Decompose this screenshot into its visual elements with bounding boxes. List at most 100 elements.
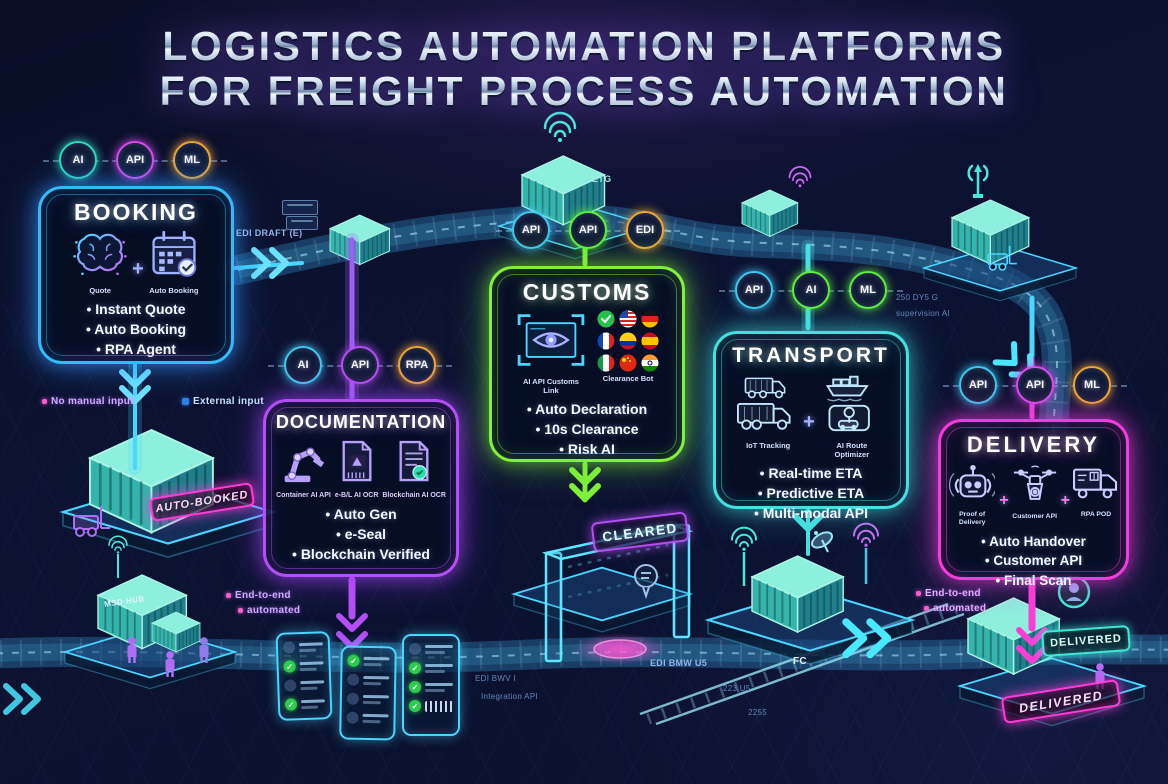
- stage-title: TRANSPORT: [732, 344, 890, 367]
- feature-route-optimizer: AI Route Optimizer: [819, 372, 885, 459]
- wifi-icon: [543, 111, 577, 144]
- stage-booking: BOOKING Quote +: [38, 186, 234, 364]
- feature-label: Blockchain AI OCR: [382, 492, 446, 499]
- badge-row-customs: API API EDI: [496, 211, 680, 249]
- bullet: Risk AI: [498, 440, 676, 460]
- bullet: Multi-modal API: [722, 504, 900, 524]
- flag-grid: [597, 310, 659, 372]
- title-line-2: FOR FREIGHT PROCESS AUTOMATION: [0, 68, 1168, 114]
- data-chip: [282, 200, 318, 215]
- pod-robot-icon: [948, 462, 998, 509]
- feature-label: RPA POD: [1080, 511, 1112, 518]
- feature-label: Clearance Bot: [602, 374, 654, 383]
- feature-rpa-pod: RPA POD: [1072, 462, 1120, 519]
- bullet: e-Seal: [272, 525, 450, 545]
- bullet: RPA Agent: [47, 340, 225, 360]
- bullet: Real-time ETA: [722, 464, 900, 484]
- list-icon: [347, 673, 360, 686]
- drone-icon: [1011, 462, 1059, 511]
- arrow-right-icon: [24, 686, 38, 712]
- forklift-icon: [987, 246, 1017, 271]
- chat-pin-icon: [634, 564, 658, 600]
- stage-title: BOOKING: [74, 199, 198, 225]
- feature-label: IoT Tracking: [746, 441, 791, 450]
- document-seal-icon: [395, 437, 433, 490]
- badge-ai: AI: [284, 346, 322, 384]
- checklist-phone: [339, 645, 397, 741]
- bullet: Blockchain Verified: [272, 545, 450, 565]
- feature-label: AI Route Optimizer: [834, 441, 870, 459]
- end-to-end-note: End-to-end: [226, 590, 291, 601]
- badge-api: API: [116, 141, 154, 179]
- plus-icon: +: [999, 491, 1009, 509]
- barcode-icon: [425, 700, 453, 712]
- title-line-1: LOGISTICS AUTOMATION PLATFORMS: [0, 23, 1168, 69]
- stage-transport: TRANSPORT: [713, 331, 909, 521]
- faint-annotation: EDI BWV I: [475, 674, 516, 683]
- bullet: 10s Clearance: [498, 420, 676, 440]
- flag-india-icon: [641, 354, 659, 372]
- eye-scan-icon: [515, 310, 587, 375]
- calendar-check-icon: [148, 230, 200, 284]
- feature-proof-of-delivery: Proof of Delivery: [947, 462, 998, 527]
- plus-icon: +: [1060, 491, 1070, 509]
- forklift-icon: [73, 506, 110, 537]
- stage-documentation: DOCUMENTATION Container AI API: [263, 399, 459, 577]
- faint-annotation: ETG: [592, 174, 612, 184]
- wifi-icon: [730, 526, 758, 552]
- feature-label: Customer API: [1012, 513, 1057, 520]
- bullet: Instant Quote: [47, 300, 225, 320]
- bullet: Final Scan: [947, 571, 1120, 590]
- check-icon: [409, 662, 421, 674]
- end-to-end-note: End-to-end: [916, 588, 981, 599]
- robot-arm-icon: [281, 437, 325, 490]
- badge-api: API: [512, 211, 550, 249]
- check-flag-icon: [597, 310, 615, 328]
- bullet: Customer API: [947, 551, 1120, 570]
- list-icon: [346, 711, 359, 724]
- stage-title: DOCUMENTATION: [275, 412, 447, 432]
- flag-germany-icon: [641, 310, 659, 328]
- ship-route-icon: [823, 372, 881, 439]
- stage-delivery: DELIVERY Proof of Delivery +: [938, 419, 1129, 588]
- check-icon: [347, 654, 360, 667]
- end-to-end-note: automated: [238, 605, 300, 616]
- bullet: Predictive ETA: [722, 484, 900, 504]
- feature-blockchain-ocr: Blockchain AI OCR: [382, 437, 446, 500]
- feature-label: AI API Customs Link: [523, 377, 579, 395]
- feature-clearance-bot: Clearance Bot: [597, 310, 659, 383]
- list-icon: [409, 643, 421, 655]
- feature-ebl-ocr: e-B/L AI OCR: [335, 437, 378, 500]
- badge-api: API: [341, 346, 379, 384]
- ai-brain-icon: [72, 230, 128, 284]
- bullet-list: Auto Handover Customer API Final Scan: [947, 532, 1120, 589]
- faint-annotation: 250 DY5 G: [896, 293, 939, 302]
- badge-ml: ML: [1073, 366, 1111, 404]
- list-icon: [346, 692, 360, 705]
- badge-rpa: RPA: [398, 346, 436, 384]
- feature-iot-tracking: IoT Tracking: [737, 372, 799, 450]
- page-title: LOGISTICS AUTOMATION PLATFORMS FOR FREIG…: [0, 23, 1168, 114]
- faint-annotation: 223 U5: [723, 684, 751, 693]
- feature-quote: Quote: [72, 230, 128, 295]
- pod-truck-icon: [1072, 462, 1120, 509]
- feature-label: Container AI API: [276, 492, 331, 499]
- stage-title: DELIVERY: [966, 432, 1101, 457]
- flag-colombia-icon: [619, 332, 637, 350]
- faint-annotation: 2255: [748, 708, 767, 717]
- bullet-list: Auto Declaration 10s Clearance Risk AI: [498, 400, 676, 460]
- list-icon: [282, 641, 296, 654]
- trucks-icon: [737, 372, 799, 439]
- bullet: Auto Handover: [947, 532, 1120, 551]
- badge-api: API: [569, 211, 607, 249]
- badge-api: API: [735, 271, 773, 309]
- faint-annotation: EDI BMW U5: [650, 658, 707, 668]
- platform: [513, 566, 691, 633]
- badge-api: API: [959, 366, 997, 404]
- bullet-list: Real-time ETA Predictive ETA Multi-modal…: [722, 464, 900, 524]
- plus-icon: +: [803, 411, 815, 433]
- checklist-phone: [402, 634, 460, 736]
- stage-customs: CUSTOMS AI API Customs Link: [489, 266, 685, 462]
